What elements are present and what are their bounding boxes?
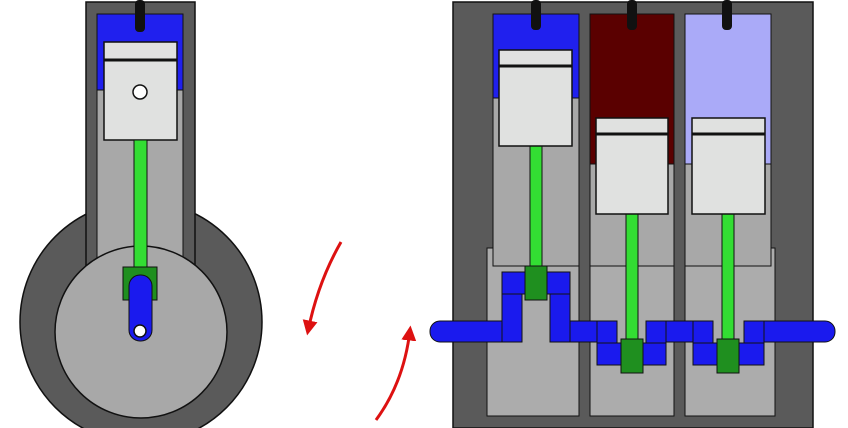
rod-big-end xyxy=(620,338,644,374)
connecting-rod xyxy=(529,144,543,274)
crank-pin xyxy=(133,324,147,338)
rotation-arrow-cw xyxy=(302,241,343,336)
rotation-arrow-ccw xyxy=(374,325,417,421)
spark-plug xyxy=(531,0,541,30)
piston-3 xyxy=(691,117,766,215)
spark-plug xyxy=(627,0,637,30)
crank-throw xyxy=(128,274,153,342)
piston-1 xyxy=(498,49,573,147)
connecting-rod xyxy=(721,211,735,348)
rod-big-end xyxy=(716,338,740,374)
spark-plug xyxy=(135,0,145,32)
connecting-rod xyxy=(133,139,148,276)
wrist-pin xyxy=(132,84,148,100)
single-cylinder-view xyxy=(19,0,263,428)
connecting-rod xyxy=(625,211,639,348)
three-cylinder-view xyxy=(429,0,836,428)
rod-big-end xyxy=(524,265,548,301)
spark-plug xyxy=(722,0,732,30)
piston-2 xyxy=(595,117,669,215)
